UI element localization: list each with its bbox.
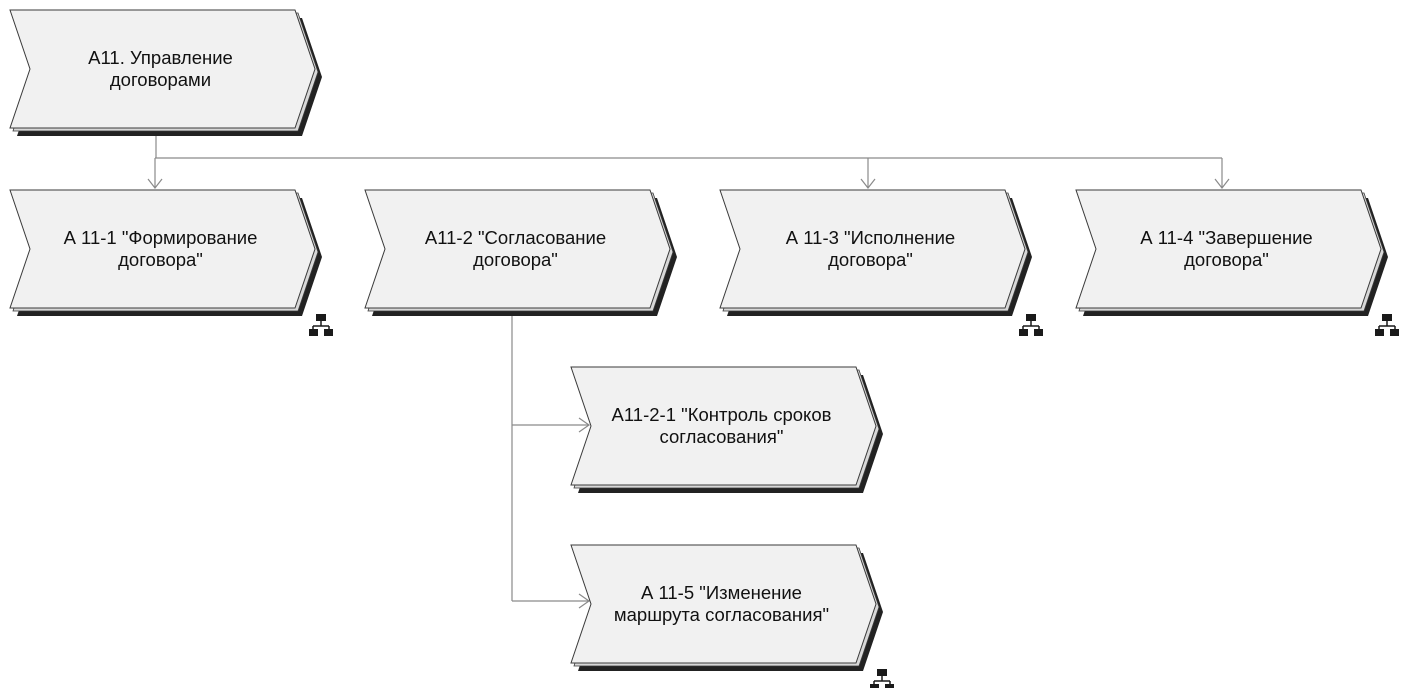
node-shape — [719, 189, 1026, 309]
node-shape — [9, 9, 316, 129]
arrow-head — [860, 178, 876, 189]
hierarchy-icon[interactable] — [1019, 314, 1043, 336]
edge-a11-to-a11-1 — [147, 158, 163, 189]
arrow-head — [147, 178, 163, 189]
node-label-line: договорами — [110, 69, 211, 90]
node-label-line: договора" — [828, 249, 913, 270]
hierarchy-icon[interactable] — [1375, 314, 1399, 336]
connector-a11-2 — [511, 314, 591, 609]
connector-a11 — [147, 136, 1230, 189]
arrow-head — [578, 417, 591, 433]
node-label-line: А11-2-1 "Контроль сроков — [612, 404, 832, 425]
node-shape — [364, 189, 671, 309]
edge-a11-to-a11-4 — [1214, 158, 1230, 189]
node-label-line: А 11-3 "Исполнение — [786, 227, 955, 248]
edge-a11-to-a11-3 — [860, 158, 876, 189]
node-label-line: А11-2 "Согласование — [425, 227, 606, 248]
node-label-line: маршрута согласования" — [614, 604, 829, 625]
node-shape — [9, 189, 316, 309]
node-label-line: договора" — [473, 249, 558, 270]
node-shape — [1075, 189, 1382, 309]
node-label-line: А11. Управление — [88, 47, 233, 68]
arrow-head — [578, 593, 591, 609]
node-label-line: договора" — [1184, 249, 1269, 270]
node-label-line: А 11-4 "Завершение — [1140, 227, 1312, 248]
node-label-line: А 11-5 "Изменение — [641, 582, 802, 603]
node-label-line: А 11-1 "Формирование — [64, 227, 258, 248]
node-label-line: согласования" — [660, 426, 784, 447]
connectors — [147, 136, 1230, 609]
node-shape — [570, 366, 877, 486]
hierarchy-icon[interactable] — [870, 669, 894, 688]
edge-a11-2-to-a11-2-1 — [512, 417, 591, 433]
edge-a11-2-to-a11-5 — [512, 593, 591, 609]
node-shape — [570, 544, 877, 664]
arrow-head — [1214, 178, 1230, 189]
hierarchy-icon[interactable] — [309, 314, 333, 336]
node-label-line: договора" — [118, 249, 203, 270]
